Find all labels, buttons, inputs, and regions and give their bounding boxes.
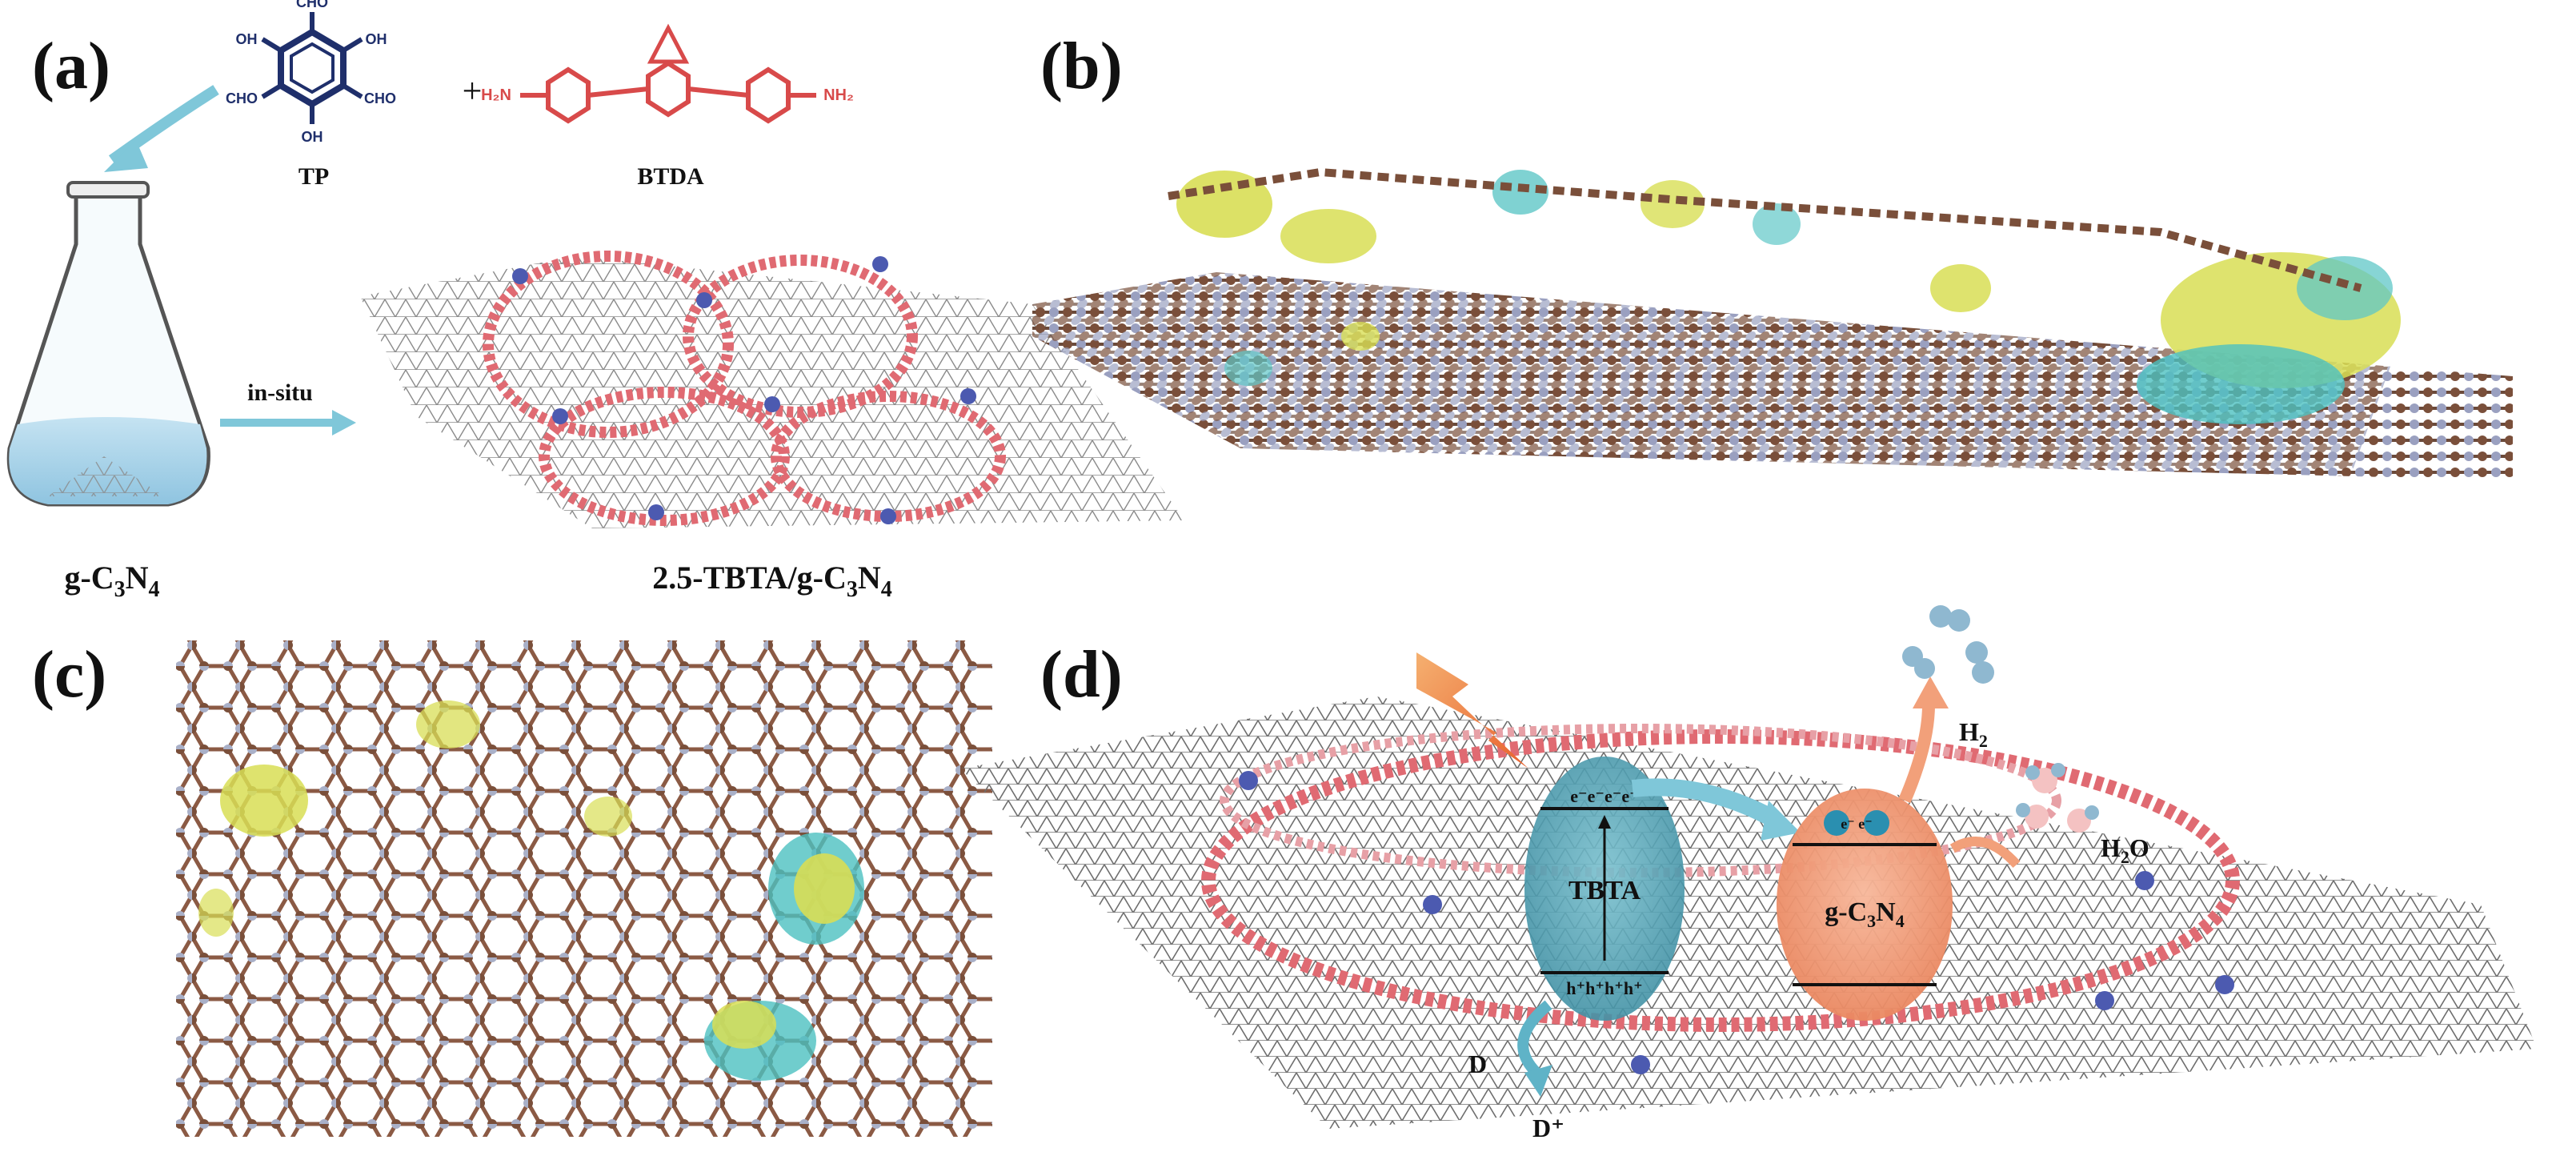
in-situ-arrow-head (332, 410, 356, 435)
donor-arrow-head (1524, 1065, 1552, 1097)
gcn-electrons: e⁻ e⁻ (1841, 816, 1872, 832)
add-arrow-head (104, 140, 148, 172)
donor-arrow (1517, 1000, 1552, 1077)
add-arrow (108, 85, 219, 165)
btda-label: BTDA (637, 163, 704, 190)
flask-icon (6, 181, 210, 507)
h2-label: H2 (1959, 717, 1988, 751)
tbta-holes: h⁺h⁺h⁺h⁺ (1566, 978, 1642, 998)
donor-label: D (1468, 1050, 1487, 1078)
panel-a: (a) CHO CHO CHO OH OH OH TP + (6, 0, 1184, 602)
tp-group-4: OH (236, 31, 258, 47)
tp-group-6: OH (302, 129, 323, 145)
tp-group-2: CHO (364, 90, 396, 106)
panel-label-a: (a) (32, 29, 110, 103)
panel-label-c: (c) (32, 637, 106, 712)
panel-d: (d) e⁻e⁻e⁻e⁻ TBTA h⁺h⁺h⁺h⁺ (960, 605, 2537, 1142)
electron-transfer-arrow (1631, 778, 1781, 829)
tbta-band-ellipse (1524, 757, 1685, 1021)
tp-label: TP (298, 163, 329, 190)
btda-left-group: H₂N (481, 86, 511, 104)
tbta-layer (1168, 167, 2362, 292)
tp-molecule: CHO CHO CHO OH OH OH (226, 0, 396, 145)
h2o-molecules-icon (2016, 763, 2099, 833)
tp-group-3: CHO (226, 90, 258, 106)
plus-sign: + (463, 71, 483, 110)
oxidized-donor-label: D⁺ (1532, 1114, 1564, 1142)
product-label: 2.5-TBTA/g-C3N4 (652, 560, 892, 602)
charge-isosurfaces-c (198, 700, 864, 1081)
h2-evolution-arrow (1898, 704, 1935, 804)
panel-c: (c) (32, 637, 992, 1137)
gcn-band-ellipse (1777, 789, 1953, 1021)
h2-molecules-icon (1902, 605, 1994, 684)
flask-label: g-C3N4 (64, 560, 159, 602)
in-situ-label: in-situ (247, 379, 313, 406)
tp-group-5: OH (366, 31, 387, 47)
h2o-label: H2O (2101, 833, 2149, 867)
panel-label-d: (d) (1040, 637, 1123, 712)
tbta-gcn-sheet (360, 251, 1184, 528)
btda-molecule: H₂N NH₂ (481, 23, 854, 124)
electron-transfer-arrow-head (1761, 801, 1801, 841)
panel-label-b: (b) (1040, 29, 1123, 103)
photocatalyst-sheet (960, 696, 2537, 1129)
tbta-electrons: e⁻e⁻e⁻e⁻ (1570, 786, 1639, 806)
light-bolt-icon (1416, 652, 1528, 769)
gcn-label: g-C3N4 (1825, 897, 1904, 931)
tbta-label: TBTA (1568, 876, 1641, 905)
h2-evolution-arrow-head (1913, 676, 1949, 708)
btda-right-group: NH₂ (823, 86, 854, 104)
tp-group-1: CHO (296, 0, 328, 10)
charge-density-top-view (176, 640, 992, 1137)
h2o-arrow (1949, 837, 2021, 869)
